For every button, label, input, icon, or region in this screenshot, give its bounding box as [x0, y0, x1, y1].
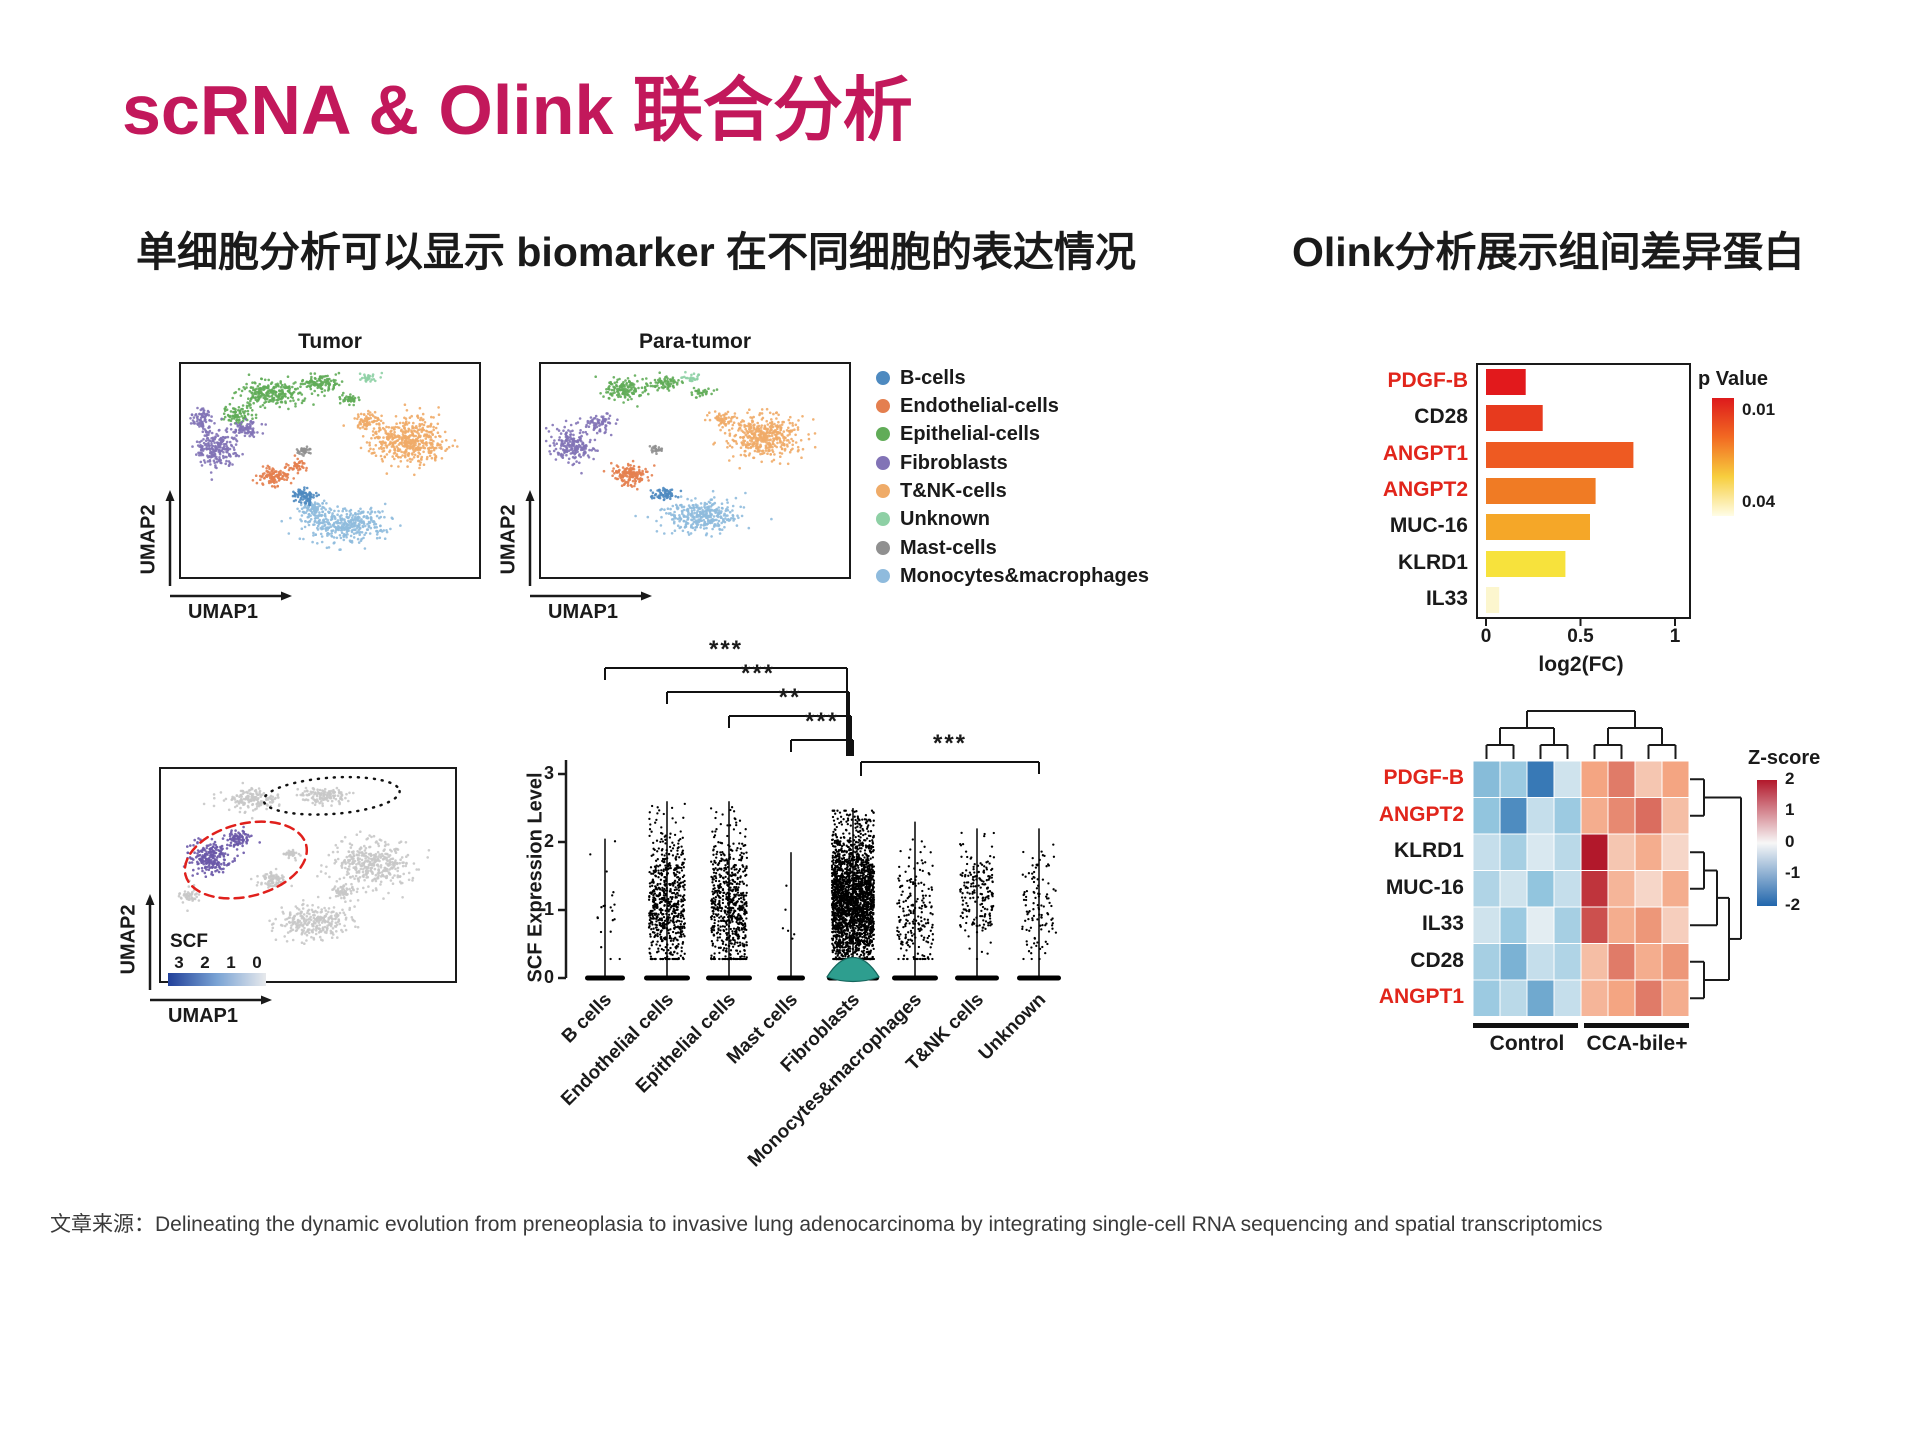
umap-para-tumor-title: Para-tumor [638, 330, 752, 353]
protein-bar-label: MUC-16 [1389, 514, 1468, 537]
legend-label: Mast-cells [900, 536, 997, 559]
bar-x-tick: 0.5 [1567, 626, 1594, 647]
scf-feature-plot [145, 767, 457, 1005]
protein-bar-label: PDGF-B [1387, 369, 1469, 392]
umap1-axis-label: UMAP1 [548, 601, 619, 623]
source-citation: 文章来源：Delineating the dynamic evolution f… [50, 1208, 1880, 1238]
legend-item: Epithelial-cells [876, 422, 1040, 446]
legend-label: B-cells [900, 366, 966, 389]
legend-color-dot [876, 399, 890, 413]
legend-color-dot [876, 427, 890, 441]
legend-item: Monocytes&macrophages [876, 564, 1149, 588]
legend-label: Fibroblasts [900, 451, 1008, 474]
subtitle-single-cell: 单细胞分析可以显示 biomarker 在不同细胞的表达情况 [136, 229, 1137, 275]
protein-bar-label: CD28 [1414, 405, 1468, 428]
protein-bar-label: ANGPT2 [1382, 478, 1468, 501]
violin-y-axis-label: SCF Expression Level [524, 772, 547, 983]
zscore-tick: 0 [1785, 832, 1795, 851]
legend-item: B-cells [876, 366, 966, 390]
legend-label: T&NK-cells [900, 479, 1007, 502]
umap2-axis-label: UMAP2 [497, 504, 520, 575]
umap1-axis-label: UMAP1 [188, 601, 259, 623]
bar-x-tick: 1 [1669, 626, 1681, 647]
significance-stars: ** [778, 684, 802, 711]
legend-item: Unknown [876, 507, 990, 531]
heatmap-row-label: MUC-16 [1385, 876, 1464, 899]
heatmap-row-label: IL33 [1421, 912, 1464, 935]
legend-color-dot [876, 541, 890, 555]
legend-item: T&NK-cells [876, 479, 1007, 503]
umap2-axis-label: UMAP2 [137, 504, 160, 575]
zscore-tick: 2 [1785, 769, 1795, 788]
umap-tumor-title: Tumor [298, 330, 362, 353]
heatmap-row-label: ANGPT1 [1378, 985, 1464, 1008]
legend-label: Endothelial-cells [900, 394, 1059, 417]
bar-x-axis-label: log2(FC) [1538, 653, 1624, 676]
protein-bar-label: KLRD1 [1397, 551, 1468, 574]
pvalue-colorbar [1712, 398, 1734, 516]
zscore-legend-title: Z-score [1748, 747, 1821, 769]
bar-x-tick: 0 [1480, 626, 1492, 647]
umap-tumor-plot [165, 362, 481, 601]
heatmap-row-label: KLRD1 [1393, 839, 1464, 862]
legend-item: Endothelial-cells [876, 394, 1059, 418]
scf-colorbar [168, 973, 266, 986]
violin-y-tick: 0 [543, 967, 554, 987]
legend-label: Monocytes&macrophages [900, 564, 1149, 587]
scf-scale-tick: 2 [200, 953, 210, 972]
heatmap-row-label: ANGPT2 [1378, 803, 1464, 826]
subtitle-olink: Olink分析展示组间差异蛋白 [1292, 229, 1805, 275]
legend-color-dot [876, 484, 890, 498]
scf-gene-label: SCF [170, 931, 208, 952]
slide-title: scRNA & Olink 联合分析 [122, 71, 913, 149]
heatmap-group-control: Control [1489, 1032, 1565, 1055]
violin-y-tick: 1 [543, 899, 554, 919]
zscore-tick: 1 [1785, 800, 1795, 819]
heatmap-row-label: CD28 [1410, 949, 1464, 972]
pvalue-top-tick: 0.01 [1742, 400, 1776, 419]
source-label: 文章来源： [50, 1213, 155, 1236]
scf-scale-tick: 0 [252, 953, 262, 972]
legend-label: Epithelial-cells [900, 422, 1041, 445]
scf-violin-plot [558, 667, 1061, 983]
umap2-axis-label: UMAP2 [117, 904, 140, 975]
legend-color-dot [876, 569, 890, 583]
zscore-colorbar [1757, 780, 1777, 906]
significance-stars: *** [740, 660, 776, 687]
deg-protein-bar-chart [1476, 363, 1691, 626]
source-text: Delineating the dynamic evolution from p… [155, 1213, 1603, 1236]
pvalue-legend-title: p Value [1698, 368, 1769, 390]
legend-color-dot [876, 456, 890, 470]
scf-scale-tick: 1 [226, 953, 236, 972]
legend-label: Unknown [900, 507, 990, 530]
heatmap-row-label: PDGF-B [1383, 766, 1465, 789]
umap-para-tumor-plot [525, 362, 851, 601]
legend-item: Mast-cells [876, 536, 997, 560]
violin-y-tick: 3 [543, 763, 554, 783]
umap1-axis-label: UMAP1 [168, 1005, 239, 1027]
significance-stars: *** [804, 708, 840, 735]
significance-stars: *** [932, 730, 968, 757]
significance-stars: *** [708, 636, 744, 663]
protein-bar-label: ANGPT1 [1382, 442, 1468, 465]
legend-color-dot [876, 371, 890, 385]
violin-y-tick: 2 [543, 831, 554, 851]
heatmap-group-cca: CCA-bile+ [1586, 1032, 1688, 1055]
scf-scale-tick: 3 [174, 953, 184, 972]
pvalue-bottom-tick: 0.04 [1742, 492, 1776, 511]
legend-item: Fibroblasts [876, 451, 1008, 475]
protein-heatmap [1472, 710, 1742, 1028]
protein-bar-label: IL33 [1425, 587, 1468, 610]
legend-color-dot [876, 512, 890, 526]
zscore-tick: -1 [1785, 863, 1801, 882]
zscore-tick: -2 [1785, 895, 1801, 914]
